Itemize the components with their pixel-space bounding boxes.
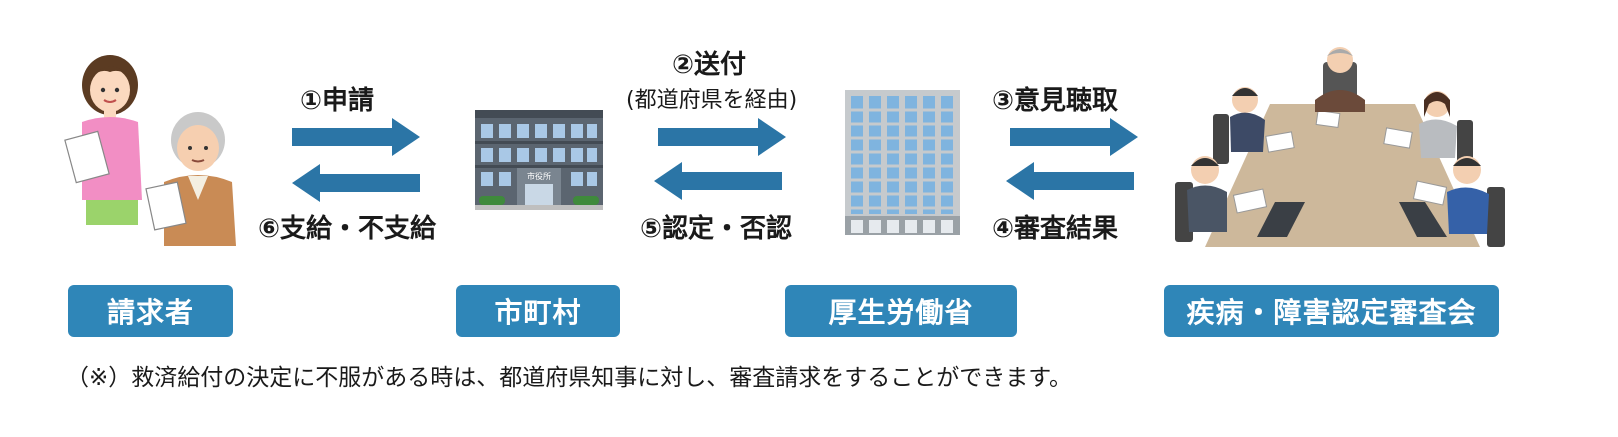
arrow-left-3 [1006,162,1134,200]
ministry-building-illustration [845,90,960,235]
applicant-illustration [64,55,236,246]
municipality-building-illustration [475,110,603,210]
council-label: 疾病・障害認定審査会 [1164,285,1499,337]
step-3-label: ③意見聴取 [992,86,1119,116]
council-meeting-illustration [1175,47,1505,247]
step-2-label: ②送付 [672,50,747,80]
footnote: （※）救済給付の決定に不服がある時は、都道府県知事に対し、審査請求をすることがで… [66,365,1072,391]
arrow-left-1 [292,164,420,202]
arrow-right-1 [292,118,420,156]
ministry-label: 厚生労働省 [785,285,1017,337]
elderly-man-figure [145,112,236,246]
chair-person-figure [1315,47,1365,112]
applicant-label: 請求者 [68,285,233,337]
arrow-left-2 [654,162,782,200]
step-6-label: ⑥支給・不支給 [258,214,437,244]
left-person-1-figure [1213,87,1265,164]
building-sign: 市役所 [527,172,551,181]
municipality-label: 市町村 [456,285,620,337]
woman-figure [64,55,142,225]
step-4-label: ④審査結果 [992,214,1119,244]
arrow-right-3 [1010,118,1138,156]
left-person-2-figure [1175,156,1227,242]
step-5-label: ⑤認定・否認 [640,214,793,244]
step-2-sublabel: (都道府県を経由) [626,88,798,113]
step-1-label: ①申請 [300,86,375,116]
arrow-right-2 [658,118,786,156]
right-person-2-figure [1447,156,1505,247]
right-person-1-figure [1419,91,1473,170]
